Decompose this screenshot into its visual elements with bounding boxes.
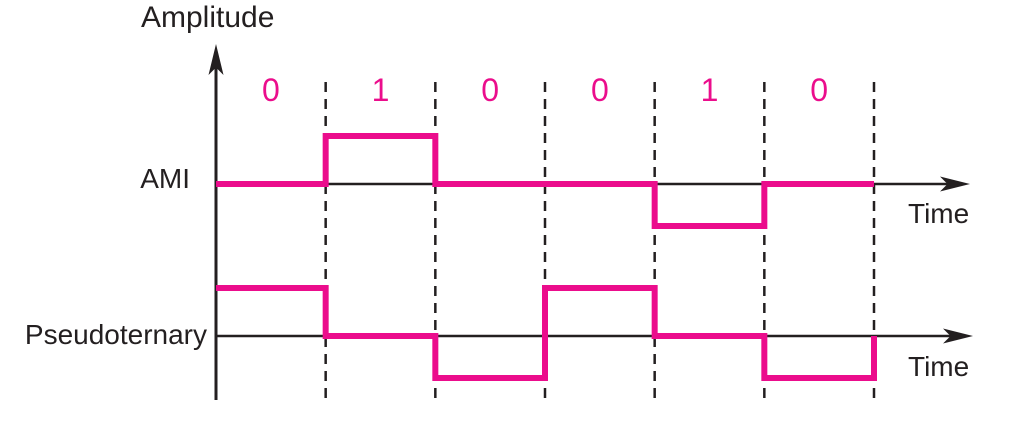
bit-label: 0 (810, 72, 829, 108)
amplitude-axis-label: Amplitude (141, 1, 275, 34)
bit-label: 0 (481, 72, 500, 108)
pseudoternary-waveform (216, 285, 877, 381)
bit-boundaries (324, 82, 876, 400)
amplitude-axis-arrow-icon (208, 44, 224, 75)
bit-label: 0 (261, 72, 280, 108)
ami-time-label: Time (908, 198, 970, 229)
pseudoternary-time-label: Time (908, 351, 970, 382)
bit-label: 1 (700, 72, 719, 108)
pseudoternary-time-axis-arrow-icon (943, 328, 973, 344)
bit-label: 0 (590, 72, 609, 108)
bit-sequence: 0 1 0 0 1 0 (216, 70, 874, 110)
ami-row-label: AMI (140, 163, 190, 194)
pseudoternary-row-label: Pseudoternary (24, 319, 207, 350)
ami-waveform (216, 133, 874, 229)
ami-time-axis-arrow-icon (940, 176, 970, 192)
amplitude-axis (208, 44, 224, 400)
bit-label: 1 (371, 72, 390, 108)
